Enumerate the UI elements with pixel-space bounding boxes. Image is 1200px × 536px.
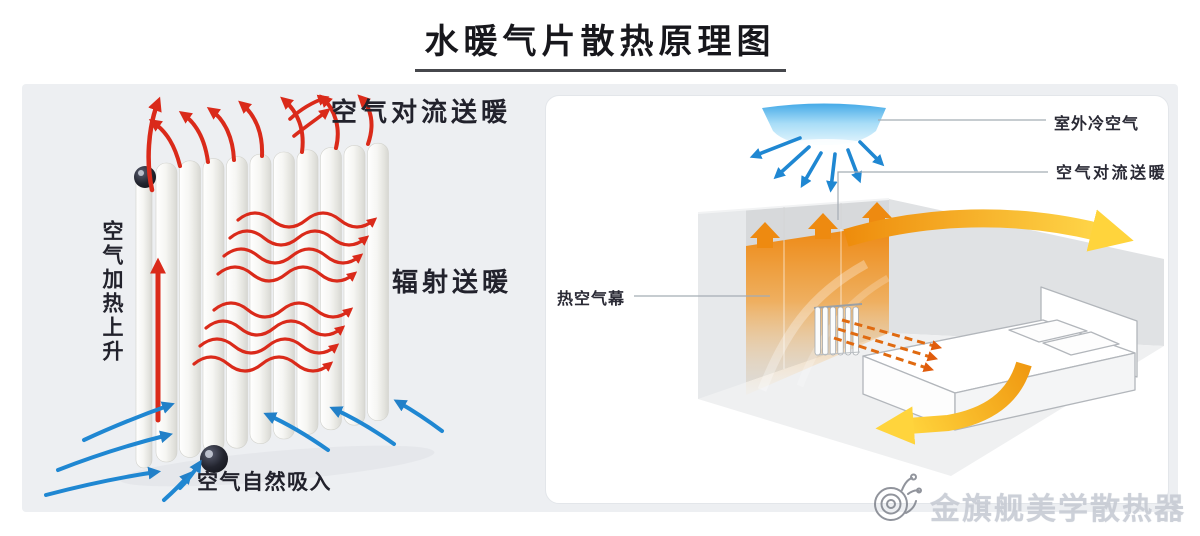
label-convection-heating: 空气对流送暖 (331, 97, 512, 127)
label-air-heated-rising: 空气加热上升 (100, 220, 123, 364)
brand-watermark-text: 金旗舰美学散热器 (930, 493, 1186, 526)
brand-watermark: 金旗舰美学散热器 (866, 468, 1186, 528)
ceiling-convection-ribbon (843, 209, 1134, 252)
cold-air-spread-arrows (749, 136, 885, 193)
inlet-pipe (135, 169, 153, 469)
label-room-convection-heating: 空气对流送暖 (1056, 165, 1168, 182)
label-radiant-heating: 辐射送暖 (392, 267, 513, 297)
under-bed-ribbon (875, 361, 1032, 445)
radiant-dashed-arrows (833, 318, 943, 373)
page-title: 水暖气片散热原理图 (0, 14, 1200, 72)
room-illustration (634, 103, 1164, 476)
label-hot-air-curtain: 热空气幕 (557, 291, 626, 308)
cold-intake-arrows (44, 399, 444, 502)
page-title-text: 水暖气片散热原理图 (414, 14, 786, 72)
radiator-tubes (155, 142, 389, 463)
room-panel (545, 95, 1169, 504)
bottom-valve (200, 445, 228, 473)
label-outdoor-cold-air: 室外冷空气 (1054, 116, 1140, 133)
radiator-shadow (119, 445, 435, 487)
label-natural-air-intake: 空气自然吸入 (197, 471, 332, 494)
hot-convection-arrows (146, 94, 374, 193)
leader-lines (634, 119, 1048, 297)
snail-doodle-icon (874, 473, 922, 521)
radiant-heat-waves (192, 211, 378, 373)
radiator-closeup-illustration (44, 94, 444, 502)
